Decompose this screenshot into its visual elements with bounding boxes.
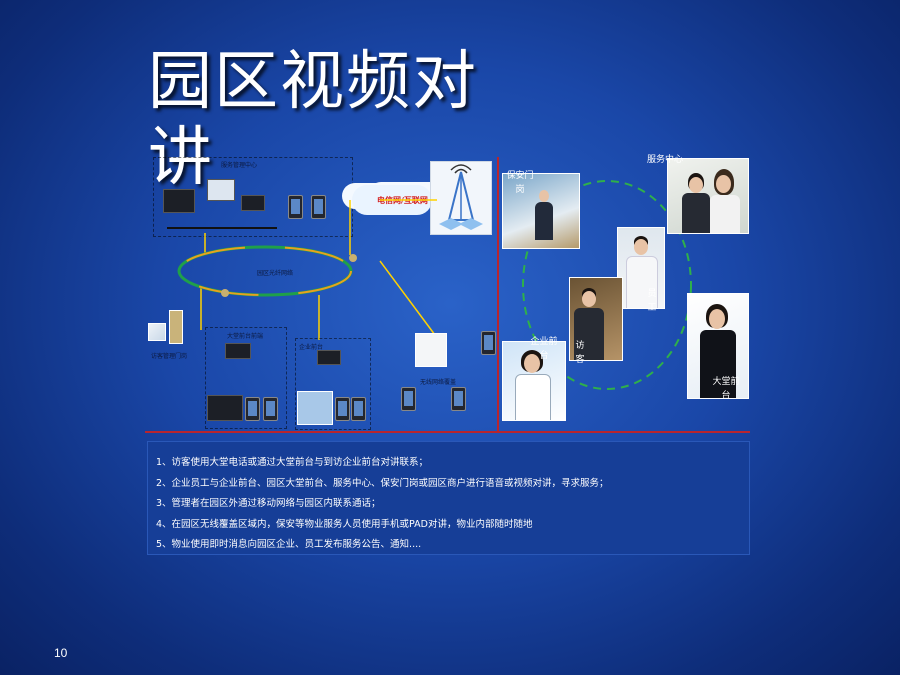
- tablet-icon: [481, 331, 496, 355]
- enterprise-label: 企业前台: [299, 345, 324, 351]
- notes-panel: 1、访客使用大堂电话或通过大堂前台与到访企业前台对讲联系； 2、企业员工与企业前…: [147, 441, 750, 555]
- visitor-photo: [569, 277, 623, 361]
- router-device: [225, 343, 251, 359]
- wireless-label: 无线网络覆盖: [420, 380, 457, 386]
- tablet-icon: [351, 397, 366, 421]
- tablet-icon: [288, 195, 303, 219]
- page-number: 10: [54, 646, 68, 660]
- wireless-ap-image: [415, 333, 447, 367]
- security-gate-photo: [502, 173, 580, 249]
- router-device: [317, 350, 341, 365]
- employee-label: 员工: [647, 289, 657, 313]
- notes-list: 1、访客使用大堂电话或通过大堂前台与到访企业前台对讲联系； 2、企业员工与企业前…: [148, 442, 749, 556]
- network-links: [177, 199, 437, 340]
- note-item: 3、管理者在园区外通过移动网络与园区内联系通话；: [156, 498, 381, 509]
- service-center-role-label: 服务中心: [647, 155, 684, 165]
- tablet-icon: [335, 397, 350, 421]
- cell-tower-icon: [430, 161, 492, 235]
- tablet-icon: [311, 195, 326, 219]
- horizontal-divider: [145, 431, 750, 433]
- visitor-label: 访客: [575, 341, 585, 365]
- tower-graphic: [439, 164, 483, 230]
- note-item: 1、访客使用大堂电话或通过大堂前台与到访企业前台对讲联系；: [156, 457, 429, 468]
- tablet-icon: [451, 387, 466, 411]
- lobby-front-box: [205, 327, 287, 429]
- bus-line: [167, 227, 277, 229]
- employee-photo: [617, 227, 665, 309]
- ring-label: 园区光纤网络: [257, 271, 294, 277]
- note-item: 4、在园区无线覆盖区域内，保安等物业服务人员使用手机或PAD对讲，物业内部随时随…: [156, 518, 533, 530]
- monitor-device: [207, 179, 235, 201]
- security-gate-label: 保安门岗: [506, 171, 534, 195]
- vertical-divider: [497, 157, 499, 432]
- tablet-icon: [245, 397, 260, 421]
- lobby-gate-label: 访客管理门岗: [151, 354, 188, 360]
- door-intercom-image: [148, 323, 166, 341]
- slide-title: 园区视频对讲: [148, 45, 478, 195]
- note-item: 5、物业使用即时消息向园区企业、员工发布服务公告、通知....: [156, 539, 422, 550]
- server-device: [163, 189, 195, 213]
- intercom-circle: [522, 180, 692, 390]
- door-panel-image: [169, 310, 183, 344]
- network-diagram: 服务管理中心 电信网/互联网 园区光纤网络 访客管理门岗 大堂前台前端: [145, 155, 750, 435]
- note-item: 2、企业员工与企业前台、园区大堂前台、服务中心、保安门岗或园区商户进行语音或视频…: [156, 477, 609, 489]
- router-device: [241, 195, 265, 211]
- enterprise-front-photo: [502, 341, 566, 421]
- tablet-icon: [263, 397, 278, 421]
- enterprise-box: [295, 338, 371, 430]
- service-center-photo: [667, 158, 749, 234]
- service-center-label: 服务管理中心: [221, 163, 258, 169]
- tablet-icon: [401, 387, 416, 411]
- lobby-front-label: 大堂前台: [712, 377, 740, 401]
- lobby-front-label: 大堂前台前端: [227, 334, 264, 340]
- lobby-front-photo: [687, 293, 749, 399]
- enterprise-front-label: 企业前台: [530, 337, 558, 361]
- video-phone-device: [207, 395, 243, 421]
- video-phone-screen: [297, 391, 333, 425]
